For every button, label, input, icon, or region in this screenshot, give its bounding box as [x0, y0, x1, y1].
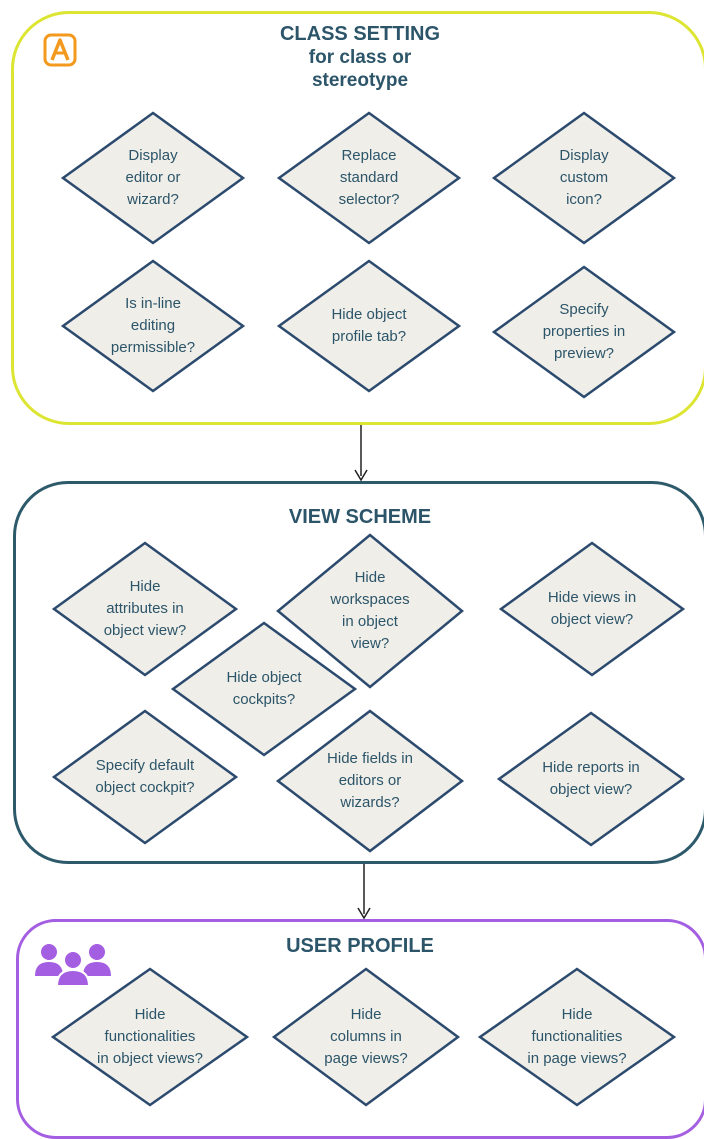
decision-label: Hide views in object view?: [547, 589, 637, 628]
decision-specify-default-object-cockpit: Specify default object cockpit?: [51, 708, 239, 846]
decision-label: Hide object profile tab?: [331, 306, 407, 345]
decision-label: Specify default object cockpit?: [95, 757, 195, 796]
decision-display-custom-icon: Display custom icon?: [491, 110, 677, 246]
decision-label: Hide fields in editors or wizards?: [327, 750, 413, 811]
decision-label: Hide columns in page views?: [324, 1006, 408, 1067]
decision-inline-editing-permissible: Is in-line editing permissible?: [60, 258, 246, 394]
decision-replace-standard-selector: Replace standard selector?: [276, 110, 462, 246]
decision-hide-object-profile-tab: Hide object profile tab?: [276, 258, 462, 394]
decision-hide-workspaces-in-object-view: Hide workspaces in object view?: [275, 532, 465, 690]
decision-label: Hide workspaces in object view?: [330, 569, 410, 652]
decision-label: Hide functionalities in object views?: [97, 1006, 203, 1067]
class-setting-subtitle-line2: stereotype: [311, 70, 409, 91]
decision-label: Is in-line editing permissible?: [110, 295, 196, 356]
decision-label: Display custom icon?: [559, 147, 609, 208]
arrow-view-to-user: [357, 864, 371, 920]
decision-hide-views-in-object-view: Hide views in object view?: [498, 540, 686, 678]
decision-hide-functionalities-in-object-views: Hide functionalities in object views?: [50, 966, 250, 1108]
decision-label: Display editor or wizard?: [125, 147, 181, 208]
decision-display-editor-or-wizard: Display editor or wizard?: [60, 110, 246, 246]
decision-hide-columns-in-page-views: Hide columns in page views?: [271, 966, 461, 1108]
letter-a-logo-icon: [43, 33, 77, 67]
decision-hide-object-cockpits: Hide object cockpits?: [170, 620, 358, 758]
class-setting-subtitle-line1: for class or: [308, 47, 412, 68]
decision-hide-fields-in-editors-or-wizards: Hide fields in editors or wizards?: [275, 708, 465, 854]
decision-hide-attributes-in-object-view: Hide attributes in object view?: [51, 540, 239, 678]
decision-label: Specify properties in preview?: [542, 301, 626, 362]
decision-label: Replace standard selector?: [338, 147, 400, 208]
decision-specify-properties-in-preview: Specify properties in preview?: [491, 264, 677, 400]
arrow-class-to-view: [354, 425, 368, 482]
decision-hide-functionalities-in-page-views: Hide functionalities in page views?: [477, 966, 677, 1108]
decision-label: Hide functionalities in page views?: [527, 1006, 627, 1067]
decision-hide-reports-in-object-view: Hide reports in object view?: [496, 710, 686, 848]
decision-label: Hide object cockpits?: [226, 669, 302, 708]
user-profile-title: USER PROFILE: [286, 935, 434, 957]
view-scheme-title: VIEW SCHEME: [288, 506, 432, 528]
users-group-icon: [35, 944, 111, 987]
decision-label: Hide attributes in object view?: [103, 578, 187, 639]
class-setting-title: CLASS SETTING: [279, 23, 440, 45]
decision-label: Hide reports in object view?: [542, 759, 640, 798]
